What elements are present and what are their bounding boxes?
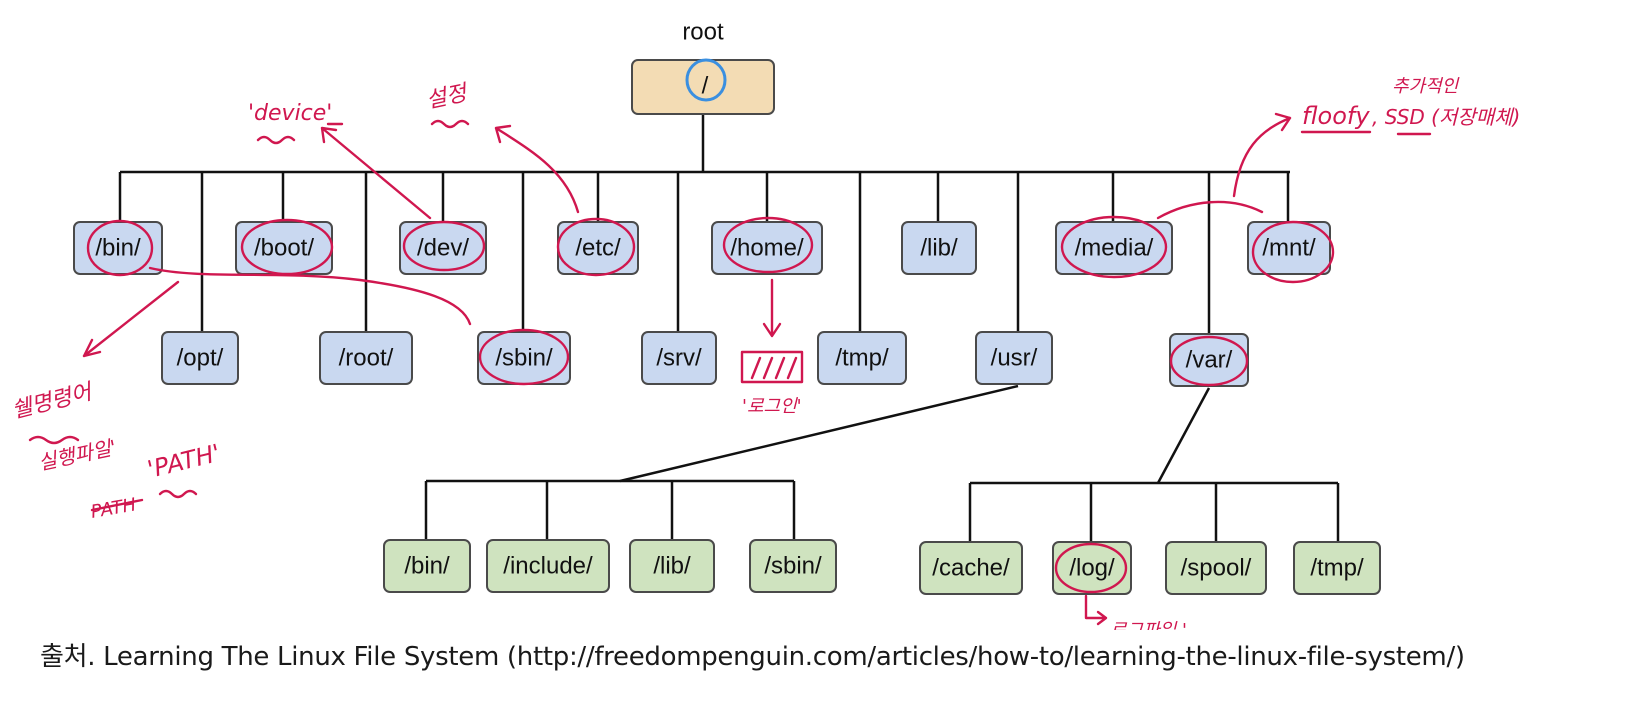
log-circle-mark <box>1054 542 1128 594</box>
floofy-note: floofy <box>1302 102 1370 130</box>
boot-circle-mark <box>240 218 334 276</box>
path-note: 'PATH' <box>145 439 223 484</box>
shell-underline <box>28 435 80 445</box>
device-note: 'device' <box>248 101 332 126</box>
shell-command-note: 쉘명령어 <box>9 379 96 424</box>
mnt-circle-mark <box>1251 220 1335 284</box>
etc-arrow <box>494 124 580 214</box>
home-hatch-box <box>740 350 804 384</box>
node-label: /lib/ <box>920 234 958 261</box>
source-caption: 출처. Learning The Linux File System (http… <box>40 642 1465 672</box>
root-circle-mark <box>685 58 727 102</box>
node-label: /tmp/ <box>1310 554 1364 581</box>
logfile-note: 로그파일 ' <box>1110 620 1187 630</box>
node-lib[interactable]: /lib/ <box>901 221 977 275</box>
dev-circle-mark <box>402 220 486 272</box>
path-strike-line <box>90 498 144 512</box>
node-tmp[interactable]: /tmp/ <box>817 331 907 385</box>
extra-note: 추가적인 <box>1392 76 1460 97</box>
node-sbin[interactable]: /sbin/ <box>477 331 571 385</box>
node-root-dir[interactable]: /root/ <box>319 331 413 385</box>
handwritten-annotations: 'device' 설정 추가적인 floofy , SSD (저장매체) 쉘명령… <box>9 58 1520 630</box>
node-usr-include[interactable]: /include/ <box>486 539 610 593</box>
node-label: /media/ <box>1075 234 1154 261</box>
node-label: /cache/ <box>932 554 1010 581</box>
mnt-arrow <box>1232 112 1292 198</box>
node-home[interactable]: /home/ <box>711 221 823 275</box>
bin-arrow <box>82 280 180 358</box>
node-var-cache[interactable]: /cache/ <box>919 541 1023 595</box>
node-usr-sbin[interactable]: /sbin/ <box>749 539 837 593</box>
media-circle-mark <box>1060 215 1168 279</box>
node-label: /bin/ <box>95 234 141 261</box>
root-node-label: / <box>702 72 709 99</box>
node-var-spool[interactable]: /spool/ <box>1165 541 1267 595</box>
node-label: /sbin/ <box>495 344 553 371</box>
node-label: /home/ <box>730 234 804 261</box>
node-label: /include/ <box>503 552 593 579</box>
filesystem-tree-diagram: root / /bin/ /boot/ /dev/ /etc/ /home/ /… <box>9 18 1520 630</box>
node-label: /tmp/ <box>835 344 889 371</box>
node-usr[interactable]: /usr/ <box>975 331 1053 385</box>
node-label: /boot/ <box>254 234 314 261</box>
node-label: /opt/ <box>177 344 224 371</box>
path-underline <box>158 489 198 499</box>
device-underline <box>256 122 344 145</box>
node-etc[interactable]: /etc/ <box>557 221 639 275</box>
node-label: /log/ <box>1069 554 1115 581</box>
log-arrow <box>1084 594 1108 626</box>
var-circle-mark <box>1169 335 1249 387</box>
node-label: /root/ <box>339 344 394 371</box>
node-label: /bin/ <box>404 552 450 579</box>
login-note: '로그인' <box>742 396 802 417</box>
node-label: /etc/ <box>575 234 621 261</box>
home-hatch-lines <box>750 356 798 380</box>
bin-sbin-link <box>148 266 472 326</box>
node-srv[interactable]: /srv/ <box>641 331 717 385</box>
home-arrow <box>762 278 782 338</box>
node-var-tmp[interactable]: /tmp/ <box>1293 541 1381 595</box>
node-usr-lib[interactable]: /lib/ <box>629 539 715 593</box>
media-mnt-link <box>1156 200 1264 220</box>
home-circle-mark <box>722 216 814 274</box>
node-var-log[interactable]: /log/ <box>1052 541 1132 595</box>
etc-circle-mark <box>556 217 636 277</box>
dev-arrow <box>320 126 432 220</box>
node-label: /lib/ <box>653 552 691 579</box>
node-label: /var/ <box>1186 346 1233 373</box>
node-opt[interactable]: /opt/ <box>161 331 239 385</box>
root-caption: root <box>682 18 724 45</box>
settings-note: 설정 <box>424 80 471 113</box>
settings-underline <box>430 119 470 129</box>
node-label: /srv/ <box>656 344 702 371</box>
node-label: /mnt/ <box>1262 234 1316 261</box>
node-label: /dev/ <box>417 234 469 261</box>
ssd-note: , SSD (저장매체) <box>1372 105 1520 129</box>
root-node[interactable]: / <box>631 59 775 115</box>
node-label: /sbin/ <box>764 552 822 579</box>
node-media[interactable]: /media/ <box>1055 221 1173 275</box>
node-label: /spool/ <box>1181 554 1252 581</box>
tree-connectors <box>118 114 1340 542</box>
bin-circle-mark <box>86 219 154 277</box>
node-usr-bin[interactable]: /bin/ <box>383 539 471 593</box>
node-dev[interactable]: /dev/ <box>399 221 487 275</box>
sbin-circle-mark <box>478 328 570 386</box>
node-label: /usr/ <box>991 344 1038 371</box>
node-mnt[interactable]: /mnt/ <box>1247 221 1331 275</box>
